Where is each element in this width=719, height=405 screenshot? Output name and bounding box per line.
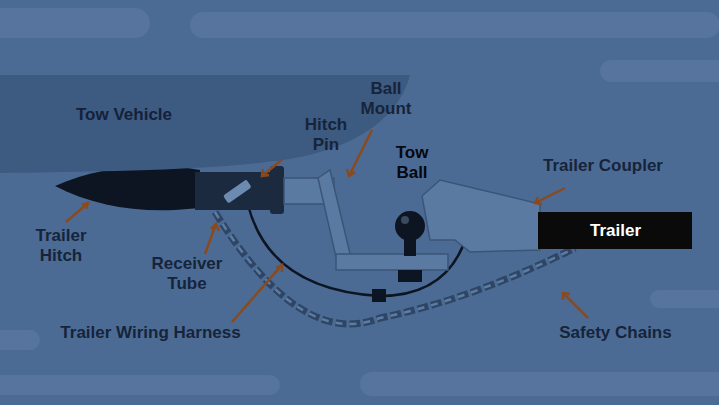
part-label: Hitch Pin xyxy=(298,115,354,154)
harness-plug xyxy=(372,289,386,302)
vehicle-outline xyxy=(0,75,410,193)
part-label: Ball Mount xyxy=(354,79,418,118)
background-bars xyxy=(0,8,719,396)
tow-vehicle: Tow Vehicle xyxy=(0,75,410,193)
receiver-flange xyxy=(270,166,284,214)
receiver-tube xyxy=(195,172,275,210)
trailer-hitch xyxy=(55,166,200,211)
part-label: Safety Chains xyxy=(553,323,678,343)
part-label: Trailer Wiring Harness xyxy=(48,323,253,343)
ball-mount-drop xyxy=(318,170,352,266)
tow-ball xyxy=(395,211,425,241)
node-text: Trailer xyxy=(590,221,641,241)
part-label: Receiver Tube xyxy=(143,254,231,293)
ball-mount-platform xyxy=(336,254,448,270)
hitch-pin xyxy=(222,178,253,204)
tow-ball-nut xyxy=(398,270,422,282)
part-label: Trailer Hitch xyxy=(25,226,97,265)
part-label: Trailer Coupler xyxy=(533,156,673,176)
vehicle-body xyxy=(0,75,410,173)
trailer-bar: Trailer xyxy=(538,212,692,249)
part-label: Tow Ball xyxy=(386,143,438,182)
trailer-coupler xyxy=(422,180,540,252)
tow-ball-shine xyxy=(401,216,409,224)
node-text: Tow Vehicle xyxy=(76,105,410,125)
